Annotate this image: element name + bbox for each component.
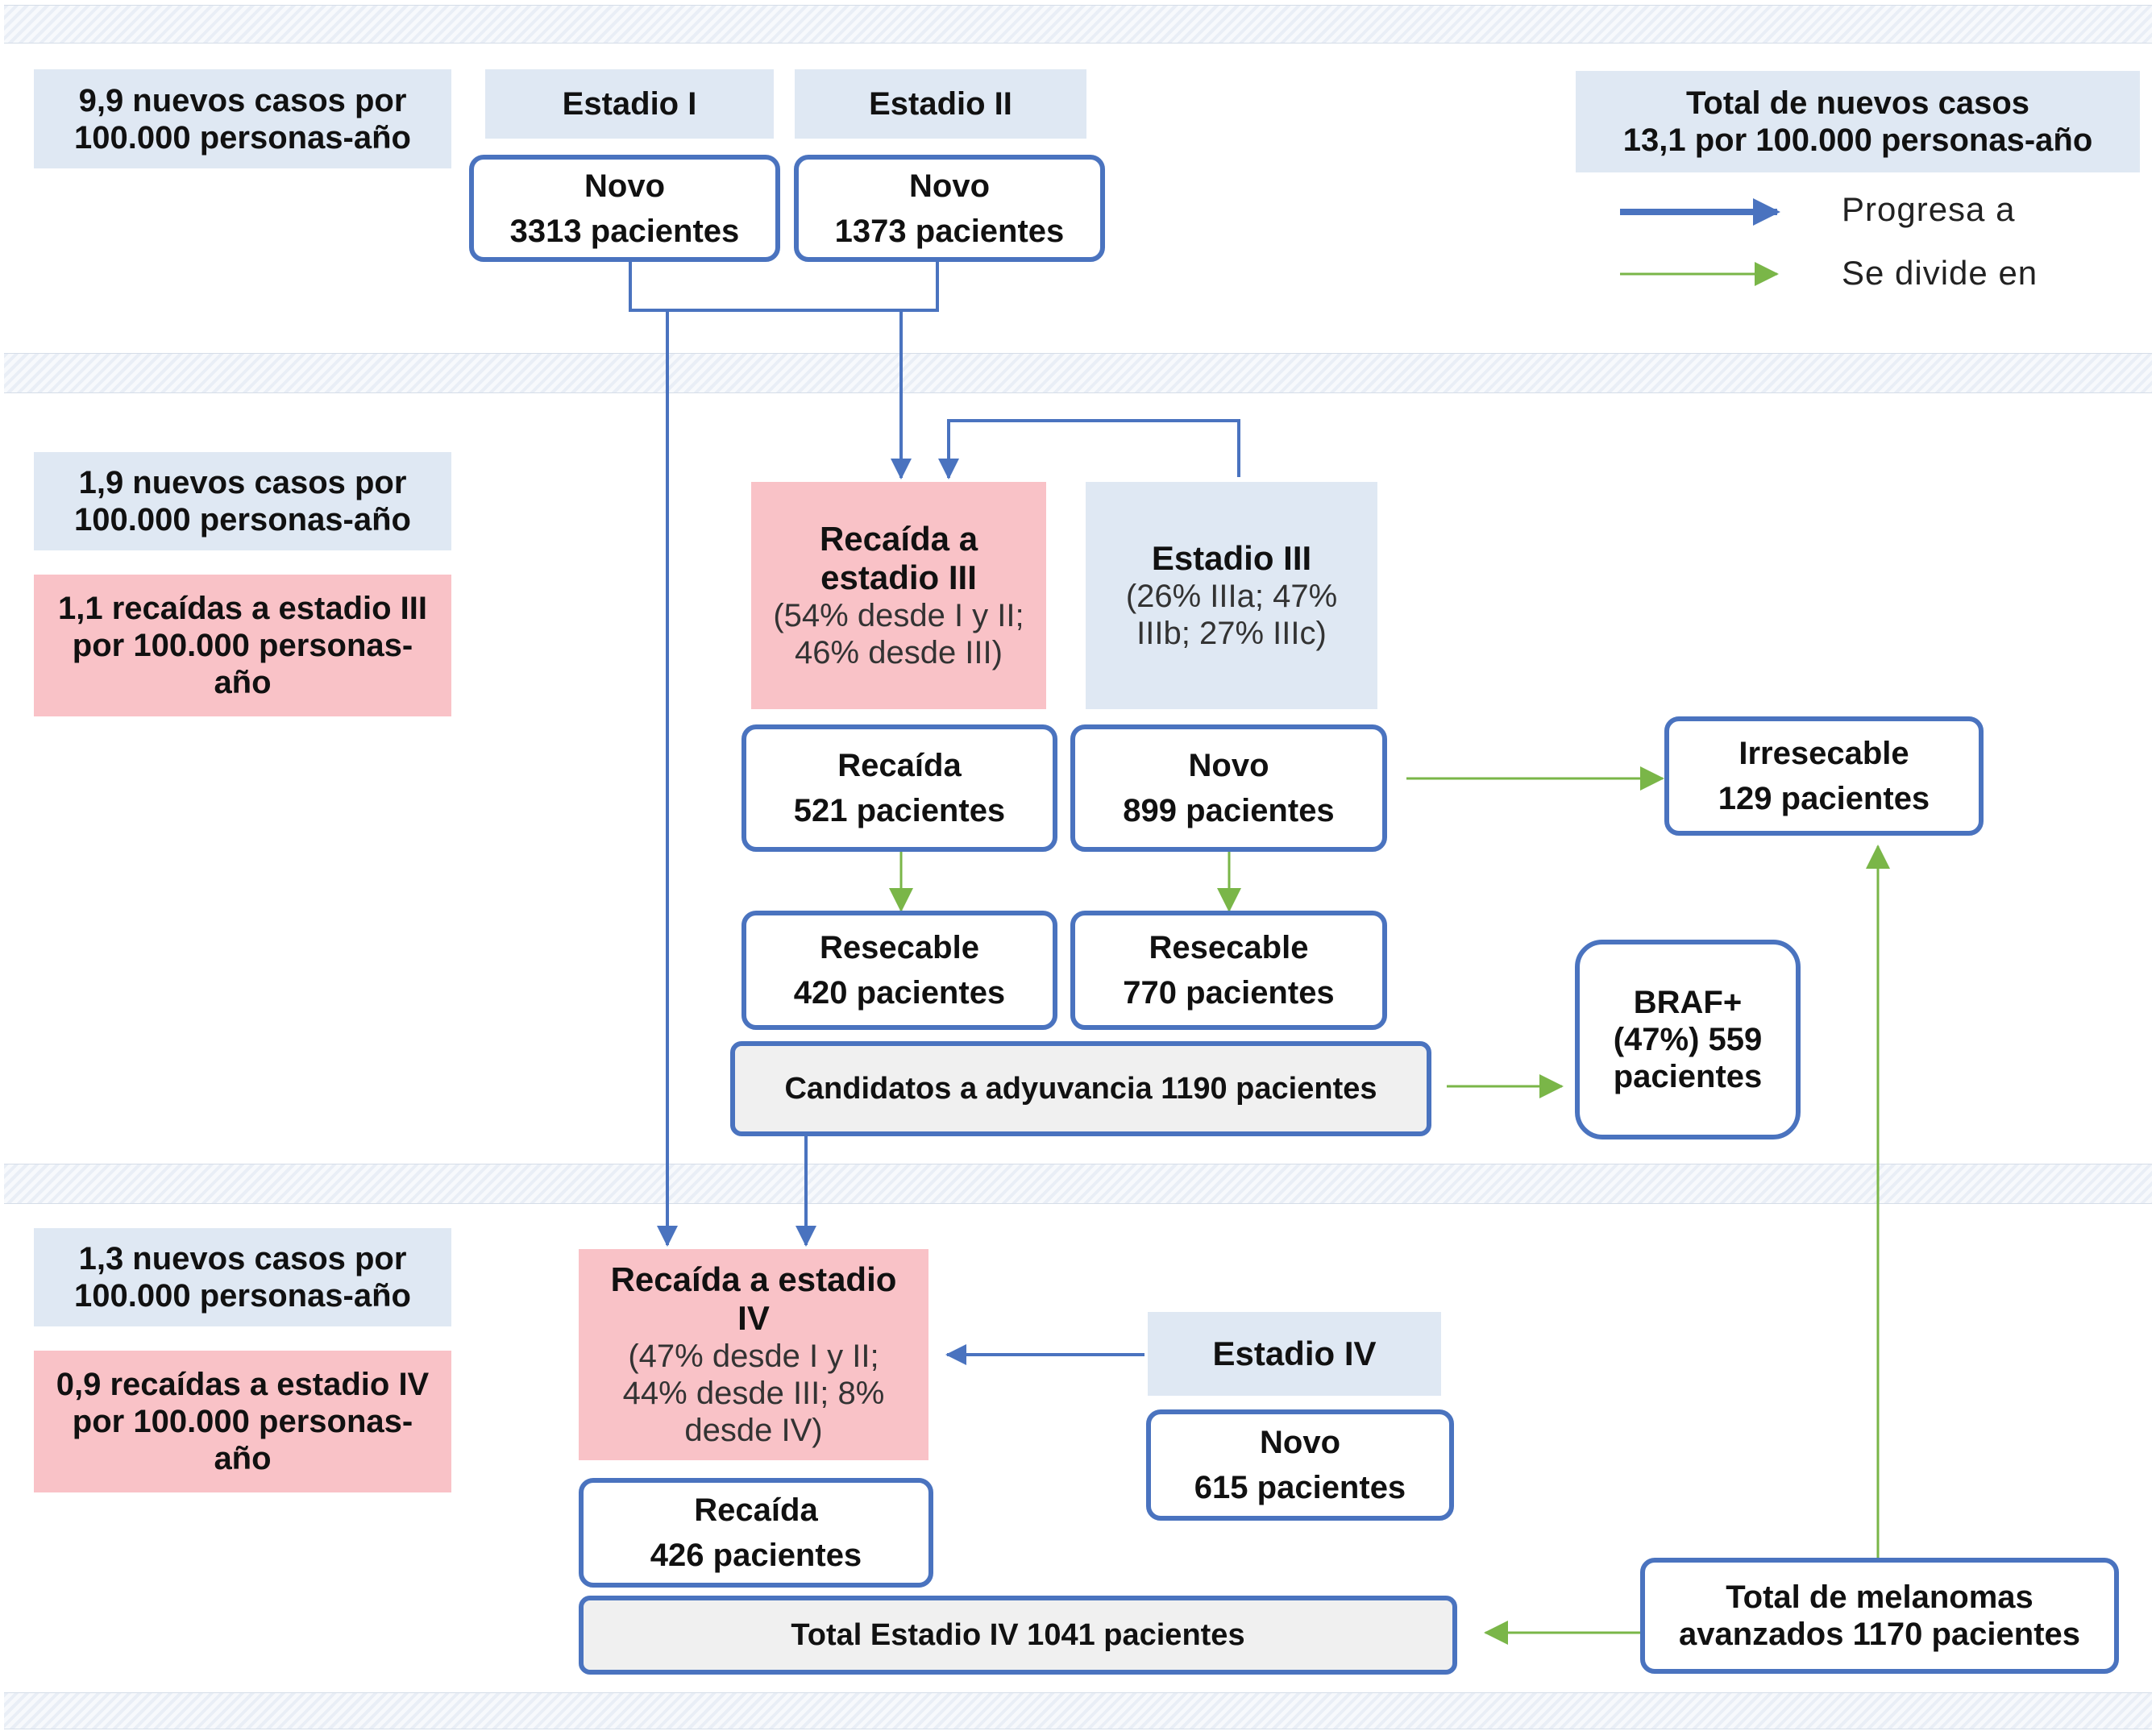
stage1-header-text: Estadio I [562,86,697,122]
total-stage4-text: Total Estadio IV 1041 pacientes [791,1618,1245,1652]
relapse-stage3-title: Recaída a estadio III [819,520,978,596]
stage2-novo-box: Novo 1373 pacientes [794,155,1105,262]
stage4-relapse-count: 426 pacientes [650,1538,862,1573]
stage3-header: Estadio III (26% IIIa; 47% IIIb; 27% III… [1086,482,1377,709]
stage3-title: Estadio III [1151,539,1312,577]
stage2-header: Estadio II [795,69,1086,139]
total-advanced-box: Total de melanomas avanzados 1170 pacien… [1640,1558,2119,1674]
rate-stage-4: 1,3 nuevos casos por 100.000 personas-añ… [34,1228,451,1326]
relapse-stage4-detail: (47% desde I y II; 44% desde III; 8% des… [622,1339,885,1448]
stage3-resectable-novo-box: Resecable 770 pacientes [1070,911,1387,1030]
rate-stage-1-2-text: 9,9 nuevos casos por 100.000 personas-añ… [74,82,411,156]
stage3-novo-label: Novo [1188,748,1269,783]
bracket-stage1-2 [629,262,939,312]
total-advanced-text: Total de melanomas avanzados 1170 pacien… [1678,1579,2081,1652]
stage2-novo-count: 1373 pacientes [834,213,1065,249]
stage1-header: Estadio I [485,69,774,139]
resectable-novo-count: 770 pacientes [1123,975,1335,1011]
stage3-detail: (26% IIIa; 47% IIIb; 27% IIIc) [1125,579,1338,651]
resectable-novo-label: Resecable [1149,930,1309,965]
rate-stage-4-text: 1,3 nuevos casos por 100.000 personas-añ… [74,1241,411,1314]
section-band-bottom [4,1692,2152,1729]
legend-splits-label: Se divide en [1842,254,2038,292]
arrow-stage3-loop [938,419,1240,479]
stage4-novo-count: 615 pacientes [1194,1470,1406,1505]
stage4-relapse-box: Recaída 426 pacientes [579,1478,933,1588]
total-stage4-box: Total Estadio IV 1041 pacientes [579,1596,1457,1675]
stage3-relapse-box: Recaída 521 pacientes [742,724,1057,852]
stage2-novo-label: Novo [909,168,990,204]
stage4-relapse-label: Recaída [694,1492,818,1528]
stage4-novo-label: Novo [1260,1425,1340,1460]
rate-stage-3-text: 1,9 nuevos casos por 100.000 personas-añ… [74,465,411,538]
stage2-header-text: Estadio II [869,86,1012,122]
legend-progresses-label: Progresa a [1842,190,2016,228]
unresectable-box: Irresecable 129 pacientes [1664,716,1984,836]
rate-stage-1-2: 9,9 nuevos casos por 100.000 personas-añ… [34,69,451,168]
unresectable-label: Irresecable [1739,736,1909,771]
section-band-top [4,5,2152,44]
stage3-novo-count: 899 pacientes [1123,793,1335,828]
stage3-relapse-label: Recaída [837,748,962,783]
adjuvant-candidates-box: Candidatos a adyuvancia 1190 pacientes [730,1041,1431,1136]
rate-stage-3: 1,9 nuevos casos por 100.000 personas-añ… [34,452,451,550]
relapse-stage4-title: Recaída a estadio IV [610,1260,897,1337]
resectable-relapse-count: 420 pacientes [793,975,1006,1011]
stage3-relapse-count: 521 pacientes [793,793,1006,828]
resectable-relapse-label: Resecable [820,930,979,965]
relapse-stage4-header: Recaída a estadio IV (47% desde I y II; … [579,1249,928,1460]
relapse-rate-stage-4-text: 0,9 recaídas a estadio IV por 100.000 pe… [56,1367,430,1476]
section-band-stage4 [4,1164,2152,1204]
stage4-header: Estadio IV [1148,1312,1441,1396]
adjuvant-candidates-text: Candidatos a adyuvancia 1190 pacientes [784,1072,1377,1106]
stage4-novo-box: Novo 615 pacientes [1146,1409,1454,1521]
stage3-resectable-relapse-box: Resecable 420 pacientes [742,911,1057,1030]
relapse-rate-stage-4: 0,9 recaídas a estadio IV por 100.000 pe… [34,1351,451,1492]
stage1-novo-label: Novo [584,168,665,204]
unresectable-count: 129 pacientes [1718,781,1930,816]
stage3-novo-box: Novo 899 pacientes [1070,724,1387,852]
relapse-rate-stage-3: 1,1 recaídas a estadio III por 100.000 p… [34,575,451,716]
relapse-stage3-detail: (54% desde I y II; 46% desde III) [773,598,1024,670]
total-new-cases-line1: Total de nuevos casos [1685,85,2030,121]
stage1-novo-box: Novo 3313 pacientes [469,155,780,262]
braf-text: BRAF+ (47%) 559 pacientes [1613,985,1763,1094]
total-new-cases: Total de nuevos casos 13,1 por 100.000 p… [1576,71,2140,172]
section-band-stage3 [4,353,2152,393]
braf-box: BRAF+ (47%) 559 pacientes [1575,940,1801,1139]
relapse-stage3-header: Recaída a estadio III (54% desde I y II;… [751,482,1046,709]
stage1-novo-count: 3313 pacientes [509,213,740,249]
total-new-cases-line2: 13,1 por 100.000 personas-año [1622,122,2093,158]
stage4-header-text: Estadio IV [1212,1335,1377,1372]
relapse-rate-stage-3-text: 1,1 recaídas a estadio III por 100.000 p… [57,591,428,700]
